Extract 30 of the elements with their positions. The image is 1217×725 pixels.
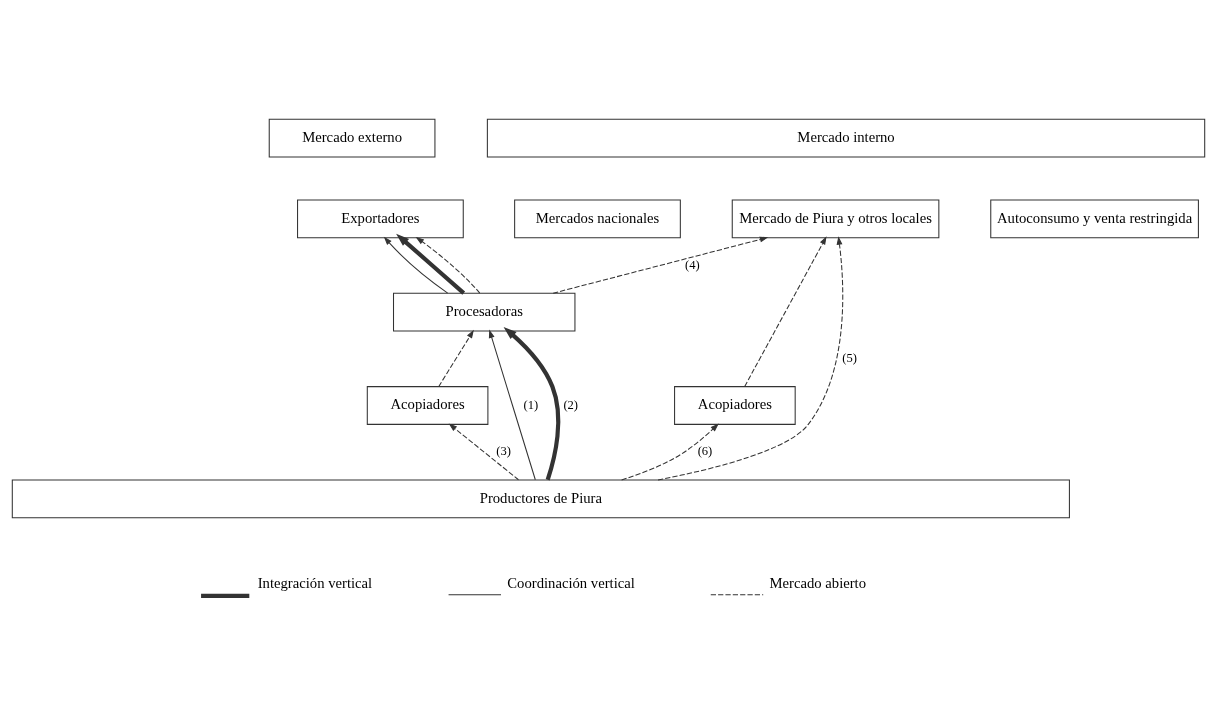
arrow	[448, 423, 519, 481]
arrow	[438, 329, 474, 387]
legend-label: Mercado abierto	[769, 574, 867, 591]
node-box: Mercado externo	[268, 118, 436, 158]
arrow	[503, 326, 561, 481]
arrow	[744, 236, 827, 387]
arrow	[383, 236, 449, 294]
arrow	[657, 236, 844, 481]
edge-label: (3)	[496, 444, 511, 459]
arrow	[396, 233, 466, 295]
edge-label: (1)	[523, 397, 539, 412]
node-box: Productores de Piura	[11, 479, 1070, 519]
node-box: Mercados nacionales	[514, 199, 681, 239]
arrow	[621, 423, 719, 481]
arrow	[415, 236, 481, 294]
edge-label: (2)	[563, 397, 579, 412]
node-box: Mercado interno	[486, 118, 1206, 158]
legend-label: Coordinación vertical	[507, 574, 635, 591]
edge-label: (6)	[697, 444, 713, 459]
edge-label: (5)	[842, 351, 858, 366]
node-box: Procesadoras	[393, 292, 576, 332]
edge-label: (4)	[685, 257, 700, 272]
node-box: Exportadores	[297, 199, 464, 239]
arrow	[552, 236, 769, 294]
arrow	[488, 329, 536, 481]
node-box: Autoconsumo y venta restringida	[990, 199, 1199, 239]
node-box: Mercado de Piura y otros locales	[731, 199, 940, 239]
node-box: Acopiadores	[366, 386, 489, 425]
legend-label: Integración vertical	[257, 574, 373, 591]
node-box: Acopiadores	[674, 386, 796, 425]
